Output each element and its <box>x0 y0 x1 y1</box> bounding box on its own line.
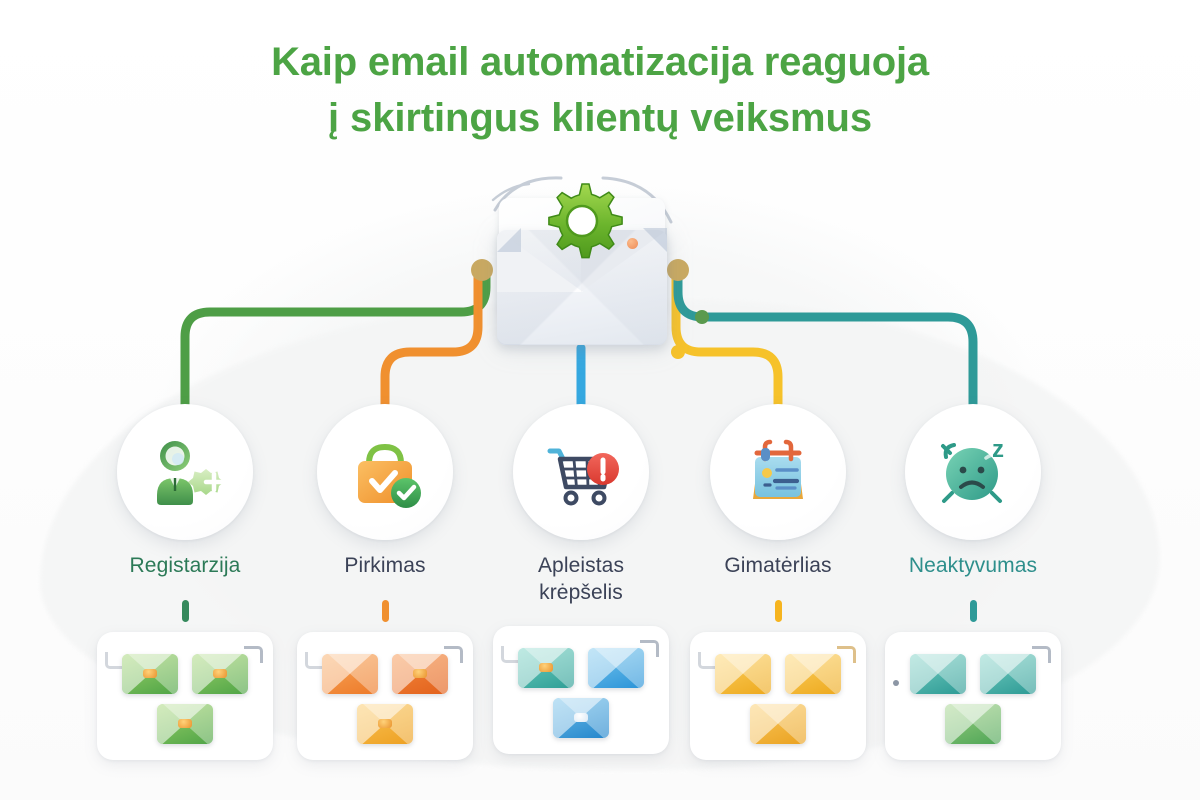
branch-icon-circle-birthday[interactable] <box>710 404 846 540</box>
central-email-hub[interactable] <box>487 170 677 360</box>
branch-label-abandoned-cart: Apleistas krėpšelis <box>537 554 625 604</box>
envelope-gold-1 <box>715 654 771 694</box>
envelope-green-2 <box>192 654 248 694</box>
branch-email-card-abandoned-cart[interactable] <box>493 626 669 754</box>
card-corner-mark-right <box>444 646 463 663</box>
envelope-gold-2 <box>785 654 841 694</box>
page-title-line-2: į skirtingus klientų veiksmus <box>328 96 872 140</box>
envelope-blue-1 <box>588 648 644 688</box>
sleeping-sad-face-icon: z <box>941 436 1004 503</box>
envelope-blue-2 <box>553 698 609 738</box>
branch-tick-registration <box>182 600 189 622</box>
branch-label-inactivity: Neaktyvumas <box>908 554 1038 577</box>
branch-label-registration: Registarzija <box>129 554 241 577</box>
envelope-gold-3 <box>750 704 806 744</box>
card-corner-mark-right <box>837 646 856 663</box>
hub-corner-left <box>497 228 521 252</box>
page-title-line-1: Kaip email automatizacija reaguoja <box>271 40 929 84</box>
shopping-cart-alert-icon <box>547 448 619 506</box>
envelope-yellow-1 <box>357 704 413 744</box>
branch-icon-circle-inactivity[interactable]: z <box>905 404 1041 540</box>
branch-tick-inactivity <box>970 600 977 622</box>
shopping-bag-check-icon <box>358 443 421 508</box>
envelope-teal-1 <box>518 648 574 688</box>
branch-icon-circle-purchase[interactable] <box>317 404 453 540</box>
envelope-teal-3 <box>980 654 1036 694</box>
branch-email-card-registration[interactable] <box>97 632 273 760</box>
calendar-note-icon <box>753 439 803 499</box>
branch-tick-purchase <box>382 600 389 622</box>
svg-text:z: z <box>992 436 1004 463</box>
swoosh-right-icon <box>601 176 673 224</box>
branch-tick-birthday <box>775 600 782 622</box>
envelope-green-4 <box>945 704 1001 744</box>
branch-label-purchase: Pirkimas <box>344 554 426 577</box>
card-corner-mark-left <box>501 646 520 663</box>
card-corner-mark-left <box>105 652 124 669</box>
envelope-orange-1 <box>322 654 378 694</box>
card-corner-mark-left <box>698 652 717 669</box>
envelope-teal-2 <box>910 654 966 694</box>
hub-corner-right <box>643 228 667 252</box>
card-dot-mark <box>893 680 899 686</box>
gear-icon <box>548 183 623 259</box>
card-corner-mark-right <box>640 640 659 657</box>
branch-email-card-birthday[interactable] <box>690 632 866 760</box>
user-add-icon <box>157 441 225 505</box>
hub-accent-dot <box>627 238 638 249</box>
branch-email-card-inactivity[interactable] <box>885 632 1061 760</box>
envelope-green-1 <box>122 654 178 694</box>
page-title: Kaip email automatizacija reaguoja į ski… <box>0 34 1200 146</box>
hub-envelope-icon <box>497 230 667 345</box>
envelope-green-3 <box>157 704 213 744</box>
branch-icon-circle-registration[interactable] <box>117 404 253 540</box>
branch-email-card-purchase[interactable] <box>297 632 473 760</box>
branch-icon-circle-abandoned-cart[interactable] <box>513 404 649 540</box>
branch-label-birthday: Gimatėrlias <box>724 554 832 577</box>
card-corner-mark-right <box>244 646 263 663</box>
card-corner-mark-left <box>305 652 324 669</box>
envelope-orange-2 <box>392 654 448 694</box>
card-corner-mark-right <box>1032 646 1051 663</box>
